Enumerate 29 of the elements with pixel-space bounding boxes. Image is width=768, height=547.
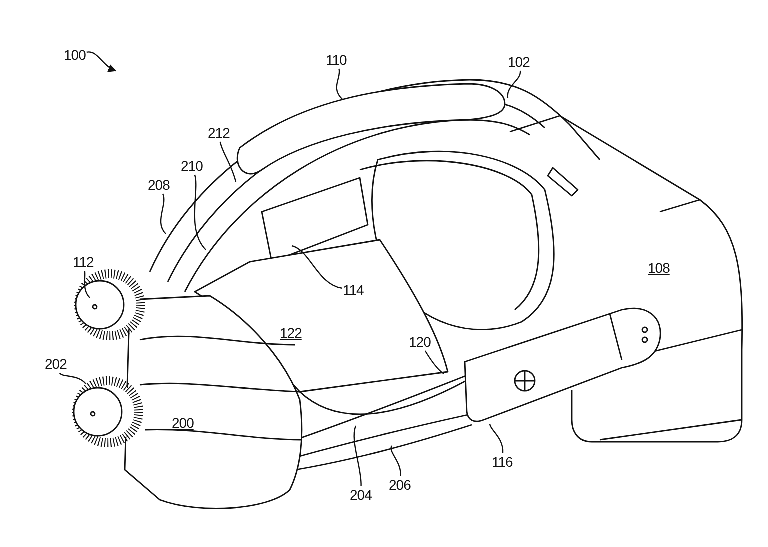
callout-number: 208 — [148, 177, 170, 193]
callout-number: 212 — [208, 125, 230, 141]
leader-line — [292, 245, 342, 289]
leader-line — [489, 424, 504, 453]
callout-number: 112 — [73, 254, 94, 270]
leader-line — [160, 194, 166, 234]
callout-number: 120 — [409, 334, 431, 350]
leader-line — [336, 68, 344, 100]
leader-line — [194, 174, 206, 250]
callout-number: 206 — [389, 477, 411, 493]
reference-numeral: 200 — [172, 415, 194, 431]
callout-number: 114 — [343, 282, 364, 298]
callout-number: 110 — [326, 52, 347, 68]
callout-number: 204 — [350, 487, 372, 503]
callout-number: 116 — [492, 454, 513, 470]
leader-line — [84, 270, 90, 298]
callout-number: 102 — [508, 54, 530, 70]
callout-number: 202 — [45, 356, 67, 372]
callout-number: 210 — [181, 158, 203, 174]
reference-numeral: 108 — [648, 260, 670, 276]
leader-line — [390, 446, 402, 476]
leader-line — [59, 372, 86, 384]
leader-line — [424, 350, 444, 374]
callout-number: 100 — [64, 47, 86, 63]
leader-line — [220, 142, 237, 182]
leader-line — [354, 426, 362, 486]
leader-line — [507, 70, 522, 98]
leader-arrow — [86, 52, 117, 72]
reference-numeral: 122 — [280, 325, 302, 341]
